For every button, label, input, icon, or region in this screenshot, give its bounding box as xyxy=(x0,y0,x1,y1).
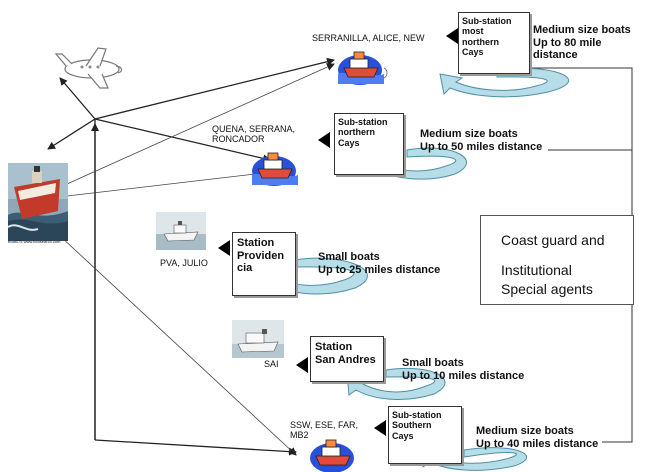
dispatch-arrows xyxy=(47,57,335,456)
photo-boat-icon xyxy=(156,212,206,250)
painting-caption: boat075 www.fotosearch.com xyxy=(8,239,61,244)
location-pva: PVA, JULIO xyxy=(160,258,208,268)
blue-boat-icon xyxy=(338,51,388,85)
location-serranilla: SERRANILLA, ALICE, NEW xyxy=(312,33,425,43)
desc-providencia: Small boats Up to 25 miles distance xyxy=(318,251,441,276)
station-providencia: Station Providen cia xyxy=(232,232,296,296)
blue-boat-icon xyxy=(252,152,298,186)
station-most-northern: Sub-station most northern Cays xyxy=(458,12,530,74)
triangle-pointer-icon xyxy=(218,28,458,436)
plane-icon xyxy=(54,47,123,89)
station-southern: Sub-station Southern Cays xyxy=(388,406,462,464)
ship-painting-icon: boat075 www.fotosearch.com xyxy=(7,163,68,247)
coast-guard-line2: Institutional xyxy=(501,262,572,278)
coast-guard-box: Coast guard and Institutional Special ag… xyxy=(480,215,634,305)
blue-boat-icon xyxy=(310,439,354,472)
location-quena: QUENA, SERRANA, RONCADOR xyxy=(212,124,296,145)
location-ssw: SSW, ESE, FAR, MB2 xyxy=(290,420,359,441)
location-sai: SAI xyxy=(264,359,279,369)
desc-most-northern: Medium size boats Up to 80 mile distance xyxy=(533,24,631,62)
desc-san-andres: Small boats Up to 10 miles distance xyxy=(402,357,525,382)
desc-southern: Medium size boats Up to 40 miles distanc… xyxy=(476,425,599,450)
station-san-andres: Station San Andres xyxy=(310,336,384,382)
coast-guard-line1: Coast guard and xyxy=(501,232,605,248)
thin-links xyxy=(59,63,335,456)
photo-boat-icon xyxy=(232,320,284,358)
coast-guard-line3: Special agents xyxy=(501,281,593,297)
station-northern: Sub-station northern Cays xyxy=(334,113,404,175)
desc-northern: Medium size boats Up to 50 miles distanc… xyxy=(420,128,543,153)
